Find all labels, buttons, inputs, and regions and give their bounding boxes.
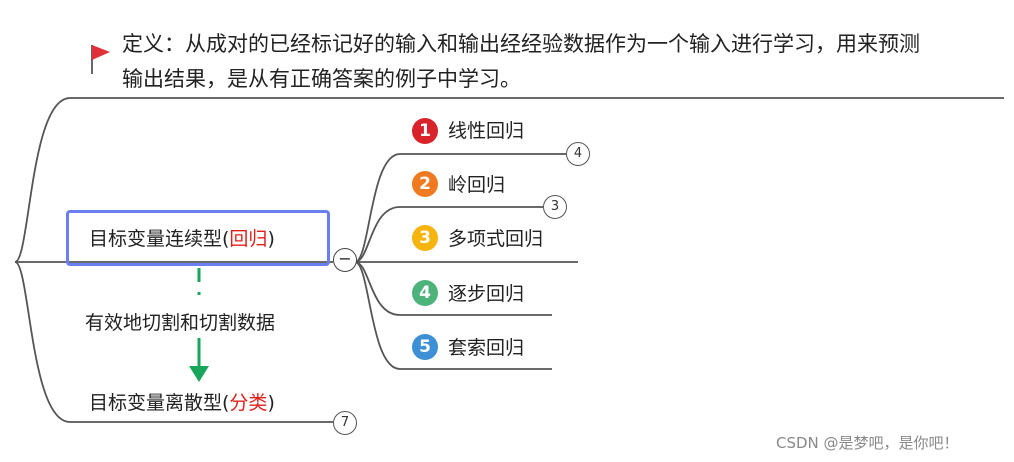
selection-frame [66,210,330,266]
connector-branch-1 [354,153,566,263]
topic-continuous-suffix: ) [267,228,275,250]
collapse-toggle-button[interactable]: − [333,248,357,272]
topic-continuous-highlight: 回归 [229,228,268,250]
collapsed-count-badge-branch-2[interactable]: 3 [543,195,567,219]
connector-branch-4 [354,261,552,316]
connector-root-to-discrete [14,261,333,423]
topic-continuous-prefix: 目标变量连续型( [89,228,230,250]
collapsed-count-badge-discrete[interactable]: 7 [333,411,357,435]
branch-2-label[interactable]: 岭回归 [448,174,506,196]
watermark: CSDN @是梦吧，是你吧！ [776,434,959,452]
collapsed-count-badge-branch-1[interactable]: 4 [566,142,590,166]
branch-1-label[interactable]: 线性回归 [448,120,525,142]
branch-4-number-badge: 4 [412,280,438,306]
branch-5-number-badge: 5 [412,334,438,360]
connector-branch-2 [354,206,543,263]
topic-discrete-suffix: ) [267,392,275,414]
topic-discrete-highlight: 分类 [229,392,268,414]
topic-continuous[interactable]: 目标变量连续型(回归) [89,230,275,249]
topic-discrete[interactable]: 目标变量离散型(分类) [89,394,275,413]
relation-label[interactable]: 有效地切割和切割数据 [85,312,276,334]
definition-line-2: 输出结果，是从有正确答案的例子中学习。 [122,67,521,91]
branch-5-label[interactable]: 套索回归 [448,337,525,359]
relation-arrow-head [189,366,209,382]
branch-4-label[interactable]: 逐步回归 [448,283,525,305]
branch-1-number-badge: 1 [412,118,438,144]
branch-2-number-badge: 2 [412,171,438,197]
topic-discrete-prefix: 目标变量离散型( [89,392,230,414]
definition-line-1: 定义：从成对的已经标记好的输入和输出经经验数据作为一个输入进行学习，用来预测 [122,32,920,56]
branch-3-label[interactable]: 多项式回归 [448,228,544,250]
branch-3-number-badge: 3 [412,225,438,251]
connector-root-to-definition [14,97,1004,263]
flag-icon [91,45,110,74]
connector-branch-5 [354,261,552,370]
